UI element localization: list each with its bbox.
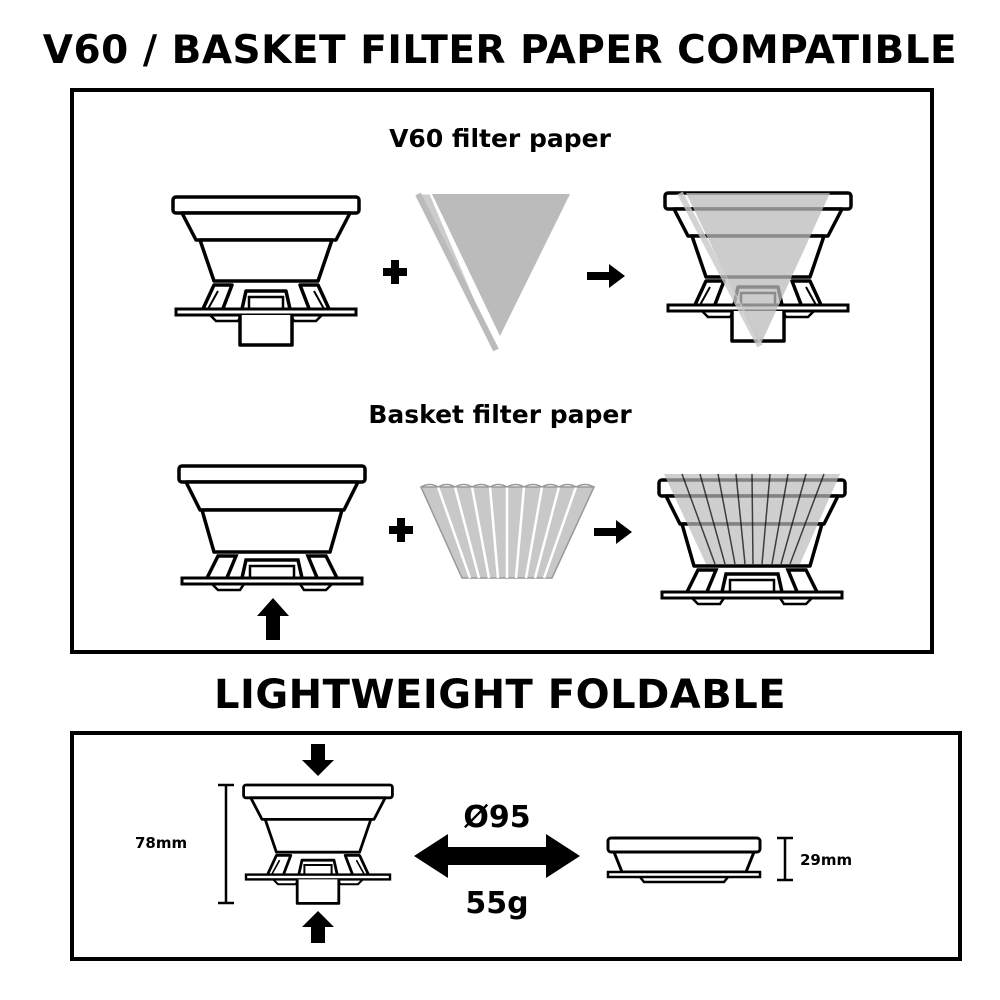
page-title-compatible: V60 / BASKET FILTER PAPER COMPATIBLE <box>42 28 958 73</box>
v60-cone-paper-icon <box>415 192 570 352</box>
page-title-foldable: LIGHTWEIGHT FOLDABLE <box>213 672 787 718</box>
compatibility-panel <box>70 88 934 654</box>
plus-icon <box>383 260 407 284</box>
double-arrow-icon <box>414 834 580 878</box>
dripper-basket-mode <box>177 464 367 592</box>
weight-label: 55g <box>465 886 529 921</box>
diameter-label: Ø95 <box>463 800 531 835</box>
arrow-up-icon <box>257 598 289 640</box>
dripper-folded <box>606 836 762 884</box>
dripper-with-v60-paper <box>663 191 853 348</box>
height-folded-label: 29mm <box>800 851 853 869</box>
height-unfolded-dimension <box>218 783 234 905</box>
arrow-right-icon <box>594 520 632 544</box>
plus-icon <box>389 518 413 542</box>
height-unfolded-label: 78mm <box>135 834 188 852</box>
basket-paper-icon <box>419 483 596 579</box>
foldable-panel <box>70 731 962 961</box>
basket-section-label: Basket filter paper <box>368 400 632 429</box>
v60-section-label: V60 filter paper <box>389 124 611 153</box>
height-folded-dimension <box>777 836 793 882</box>
dripper-unfolded <box>242 783 394 905</box>
dripper-with-basket-paper <box>657 473 847 606</box>
arrow-up-icon <box>302 911 334 943</box>
dripper-v60-mode <box>171 195 361 347</box>
arrow-right-icon <box>587 264 625 288</box>
arrow-down-icon <box>302 744 334 776</box>
